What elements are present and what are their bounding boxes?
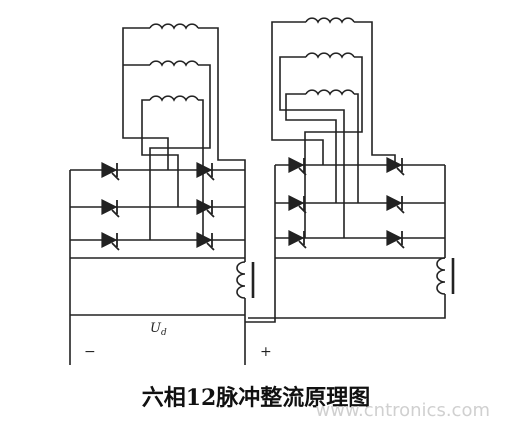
left-reactor — [236, 261, 255, 365]
plus-terminal-label: + — [260, 344, 272, 360]
minus-terminal-label: − — [84, 344, 96, 360]
left-transformer-coils — [149, 23, 199, 102]
watermark-text: www.cntronics.com — [315, 400, 490, 421]
left-bridge — [69, 23, 255, 365]
right-thyristors — [288, 157, 405, 249]
voltage-label: Ud — [150, 321, 167, 338]
right-reactor — [248, 257, 455, 319]
diagram-caption: 六相12脉冲整流原理图 — [141, 385, 371, 411]
left-thyristors — [101, 162, 215, 251]
right-bridge — [245, 17, 455, 323]
right-transformer-coils — [305, 17, 355, 96]
